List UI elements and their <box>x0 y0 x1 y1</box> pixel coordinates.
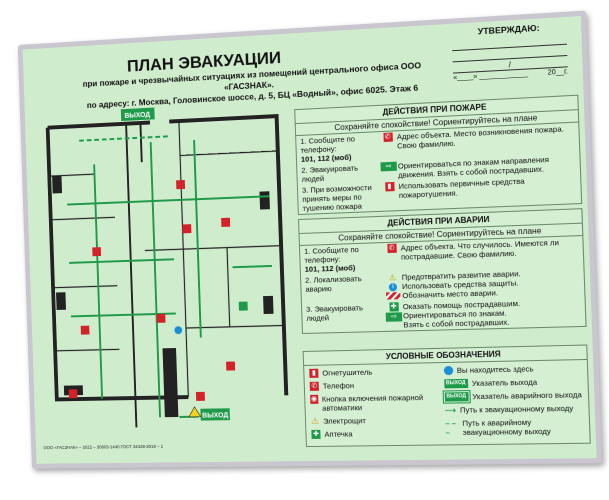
legend-label: Путь к эвакуационному выходу <box>460 404 574 415</box>
legend-label: Кнопка включения пожарной автоматики <box>322 393 445 413</box>
hazard-stripes-icon <box>386 292 400 299</box>
legend-label: Телефон <box>323 381 355 391</box>
emergency-exit-sign-icon: ВЫХОД <box>444 392 468 402</box>
phone-icon: ✆ <box>310 382 319 391</box>
exit-sign-top-label: ВЫХОД <box>124 112 150 120</box>
you-are-here-marker <box>174 326 182 334</box>
floor-plan: ВЫХОД ВЫХОД <box>36 96 297 429</box>
phone-numbers: 101, 112 (моб) <box>305 263 356 274</box>
step-detail: Адрес объекта. Что случилось. Имеются ли… <box>401 237 579 261</box>
legend-box: УСЛОВНЫЕ ОБОЗНАЧЕНИЯ ▮Огнетушитель ✆Теле… <box>303 344 591 447</box>
electrical-panel-icon: ⚠ <box>311 417 319 426</box>
exit-sign-icon: ⇨ <box>380 162 397 172</box>
evacuation-plan-frame: ПЛАН ЭВАКУАЦИИ при пожаре и чрезвычайных… <box>18 11 602 469</box>
legend-label: Аптечка <box>324 429 352 438</box>
legend-label: Путь к аварийному эвакуационному выходу <box>462 417 584 437</box>
legend-label: Указатель аварийного выхода <box>472 390 582 401</box>
exit-sign-bottom-label: ВЫХОД <box>202 412 228 419</box>
exit-sign-icon: ВЫХОД <box>444 379 468 389</box>
emergency-path-dashed-icon: – – – <box>445 419 459 438</box>
legend-label: Электрощит <box>323 416 366 426</box>
step-text: 3. Эвакуировать людей <box>306 303 385 323</box>
step-text: 3. При возможности принять меры по тушен… <box>302 183 381 213</box>
step-text: 1. Сообщите по телефону: <box>304 244 383 265</box>
fire-alarm-button-icon: ◉ <box>310 395 318 404</box>
phone-icon: ✆ <box>383 133 392 143</box>
step-text: 2. Эвакуировать людей <box>301 162 380 183</box>
extinguisher-icon: ▮ <box>309 369 318 378</box>
phone-icon: ✆ <box>387 244 396 253</box>
extinguisher-icon: ▮ <box>385 182 394 191</box>
legend-label: Огнетушитель <box>322 368 372 378</box>
protection-icon: i <box>389 283 397 291</box>
approval-block: УТВЕРЖДАЮ: / «____» ____________20__г. <box>451 21 568 82</box>
accident-actions-box: ДЕЙСТВИЯ ПРИ АВАРИИ Сохраняйте спокойств… <box>298 208 587 334</box>
exit-sign-icon: ⇨ <box>386 312 403 322</box>
evacuation-path-arrow-icon: ⟶ <box>445 406 456 415</box>
plan-footer: ООО «ГАСЗНАК» – 2022 – 30603-1440 ГОСТ 3… <box>43 444 163 450</box>
step-text: 2. Локализовать аварию <box>305 273 384 293</box>
approval-year: 20__г. <box>548 68 569 76</box>
approval-slash: / <box>508 60 511 69</box>
evacuation-plan-sign: ПЛАН ЭВАКУАЦИИ при пожаре и чрезвычайных… <box>23 16 597 464</box>
first-aid-icon: ✚ <box>389 302 398 311</box>
first-aid-icon: ✚ <box>311 430 320 439</box>
legend-label: Указатель выхода <box>472 378 538 388</box>
step-text: 1. Сообщите по телефону: <box>300 133 379 155</box>
warning-icon: ⚠ <box>389 273 397 282</box>
fire-actions-box: ДЕЙСТВИЯ ПРИ ПОЖАРЕ Сохраняйте спокойств… <box>294 95 582 215</box>
you-are-here-icon <box>443 366 453 375</box>
legend-label: Вы находитесь здесь <box>457 364 534 375</box>
